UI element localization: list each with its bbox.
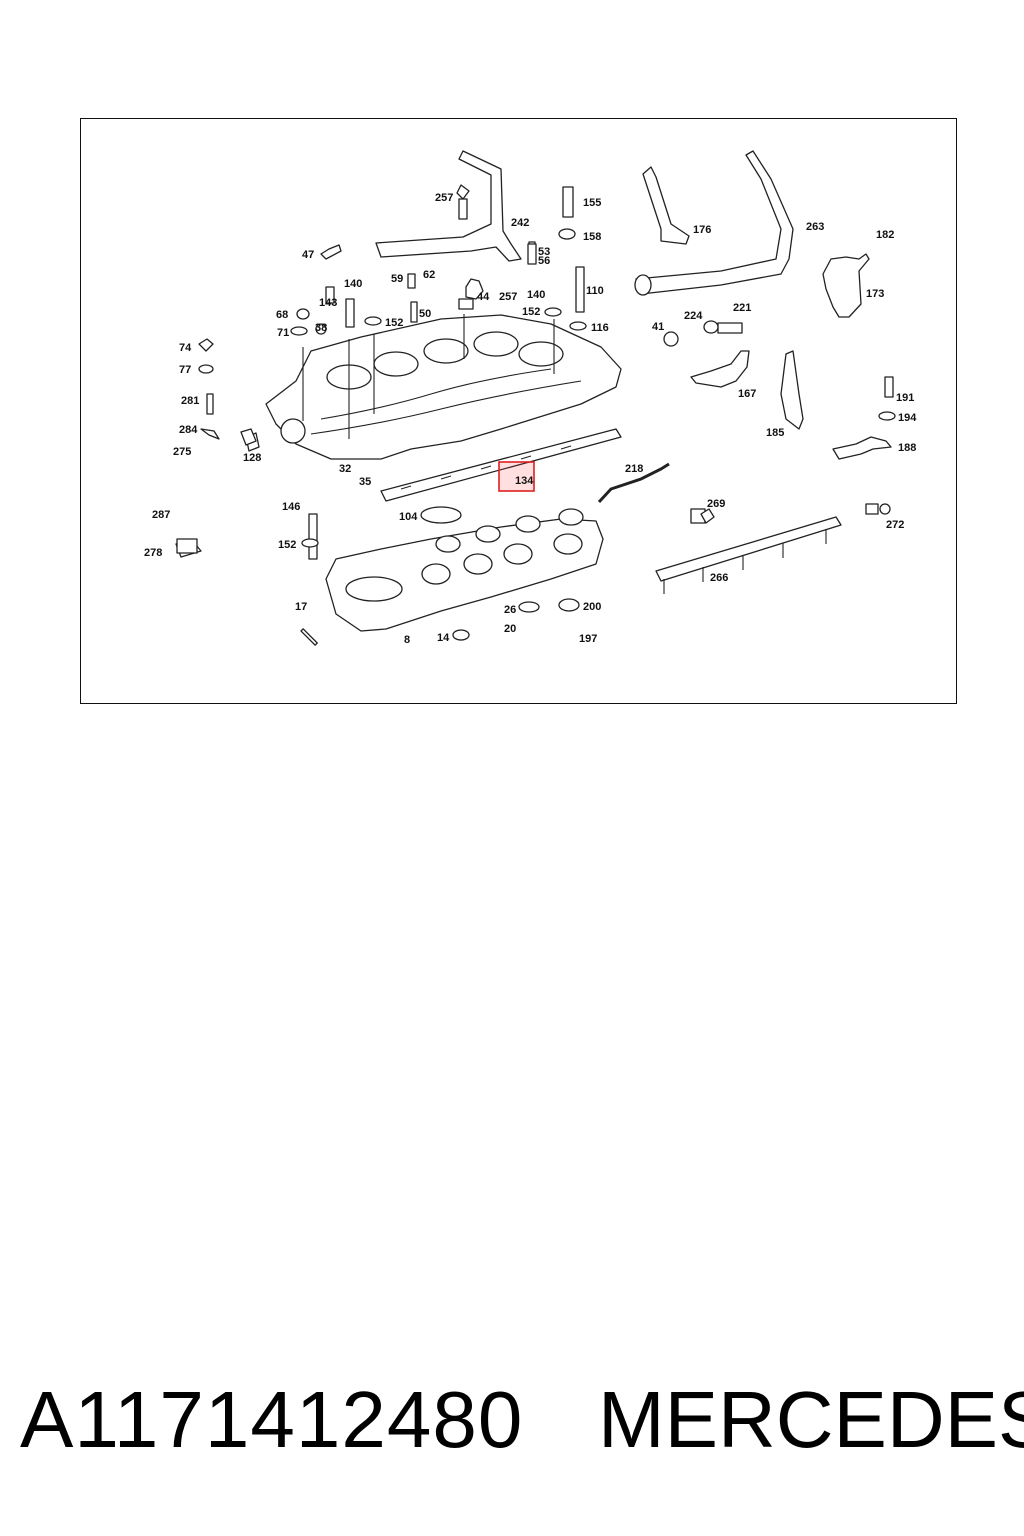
part-label: 152	[278, 539, 296, 551]
part-label: 188	[898, 442, 916, 454]
part-label: 47	[302, 249, 314, 261]
part-labels: 257 242 155 158 176 263 182 47 53 56 59 …	[144, 192, 917, 646]
fuel-rail-266	[655, 516, 842, 594]
part-label: 194	[898, 412, 917, 424]
part-label: 8	[404, 634, 410, 646]
part-label: 110	[586, 285, 604, 297]
diagram-frame: 257 242 155 158 176 263 182 47 53 56 59 …	[80, 118, 957, 704]
brand-name: MERCEDES	[598, 1375, 1024, 1464]
part-label: 134	[515, 475, 534, 487]
part-label: 152	[385, 317, 403, 329]
crossover-pipe-242	[375, 150, 522, 262]
part-label: 71	[277, 327, 289, 339]
caption: A1171412480 MERCEDES	[0, 1375, 1024, 1465]
part-label: 221	[733, 302, 751, 314]
bracket-188	[832, 436, 892, 460]
bracket-173	[822, 253, 870, 318]
part-label: 68	[276, 309, 288, 321]
part-label: 287	[152, 509, 170, 521]
part-number: A1171412480	[20, 1375, 524, 1464]
part-label: 263	[806, 221, 824, 233]
part-label: 176	[693, 224, 711, 236]
part-label: 104	[399, 511, 418, 523]
part-label: 59	[391, 273, 403, 285]
part-label: 128	[243, 452, 261, 464]
part-label: 53	[538, 246, 550, 258]
highlight-box-134	[498, 461, 535, 492]
pipe-263	[635, 150, 794, 295]
part-label: 44	[477, 291, 490, 303]
part-label: 281	[181, 395, 199, 407]
part-label: 146	[282, 501, 300, 513]
part-label: 269	[707, 498, 725, 510]
part-label: 284	[179, 424, 198, 436]
exploded-parts-diagram: 257 242 155 158 176 263 182 47 53 56 59 …	[144, 150, 917, 646]
part-label: 77	[179, 364, 191, 376]
part-label: 257	[435, 192, 453, 204]
part-label: 173	[866, 288, 884, 300]
part-label: 275	[173, 446, 191, 458]
part-label: 38	[315, 322, 327, 334]
part-label: 41	[652, 321, 664, 333]
small-hardware	[175, 184, 896, 646]
part-label: 257	[499, 291, 517, 303]
part-label: 182	[876, 229, 894, 241]
part-label: 158	[583, 231, 601, 243]
lower-intake-manifold	[325, 508, 604, 632]
bracket-185	[780, 350, 804, 430]
part-label: 140	[344, 278, 362, 290]
part-label: 14	[437, 632, 450, 644]
part-label: 116	[591, 322, 609, 334]
bracket-167	[690, 350, 750, 388]
part-label: 143	[319, 297, 337, 309]
part-label: 266	[710, 572, 728, 584]
part-label: 50	[419, 308, 431, 320]
part-label: 17	[295, 601, 307, 613]
part-label: 191	[896, 392, 914, 404]
part-label: 185	[766, 427, 784, 439]
part-label: 62	[423, 269, 435, 281]
part-label: 224	[684, 310, 703, 322]
part-label: 35	[359, 476, 371, 488]
part-label: 167	[738, 388, 756, 400]
part-label: 155	[583, 197, 601, 209]
part-label: 32	[339, 463, 351, 475]
gasket-134	[380, 428, 622, 502]
part-label: 140	[527, 289, 545, 301]
part-label: 74	[179, 342, 192, 354]
part-label: 242	[511, 217, 529, 229]
part-label: 56	[538, 255, 550, 267]
part-label: 272	[886, 519, 904, 531]
part-label: 218	[625, 463, 643, 475]
part-label: 200	[583, 601, 601, 613]
part-label: 20	[504, 623, 516, 635]
bracket-176	[642, 166, 690, 245]
part-label: 197	[579, 633, 597, 645]
part-label: 26	[504, 604, 516, 616]
line-218	[597, 462, 670, 504]
part-label: 278	[144, 547, 162, 559]
part-label: 152	[522, 306, 540, 318]
upper-intake-manifold	[265, 314, 622, 460]
